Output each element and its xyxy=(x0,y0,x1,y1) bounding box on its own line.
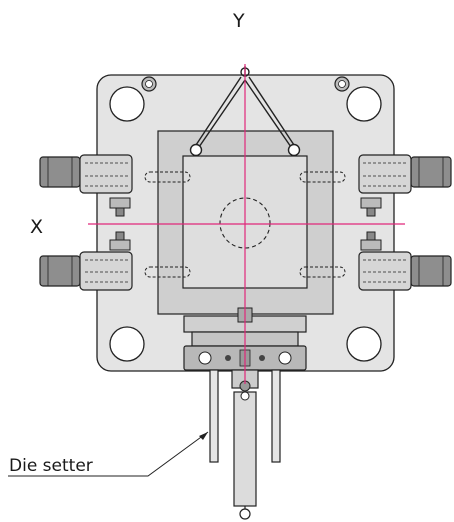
corner-hole xyxy=(109,86,145,122)
corner-hole xyxy=(109,326,145,362)
corner-hole xyxy=(346,326,382,362)
x-axis-label: X xyxy=(30,216,43,238)
motor-clamp-left-bottom xyxy=(39,231,133,291)
motor-clamp-right-bottom xyxy=(358,231,452,291)
corner-hole xyxy=(346,86,382,122)
motor-clamp-left-top xyxy=(39,154,133,217)
clamp-slots xyxy=(144,171,346,278)
center-circle xyxy=(219,197,271,249)
motor-clamp-right-top xyxy=(358,154,452,217)
die-setter-callout xyxy=(8,431,209,477)
y-axis-label: Y xyxy=(232,10,245,32)
die-setter-label: Die setter xyxy=(9,456,93,476)
